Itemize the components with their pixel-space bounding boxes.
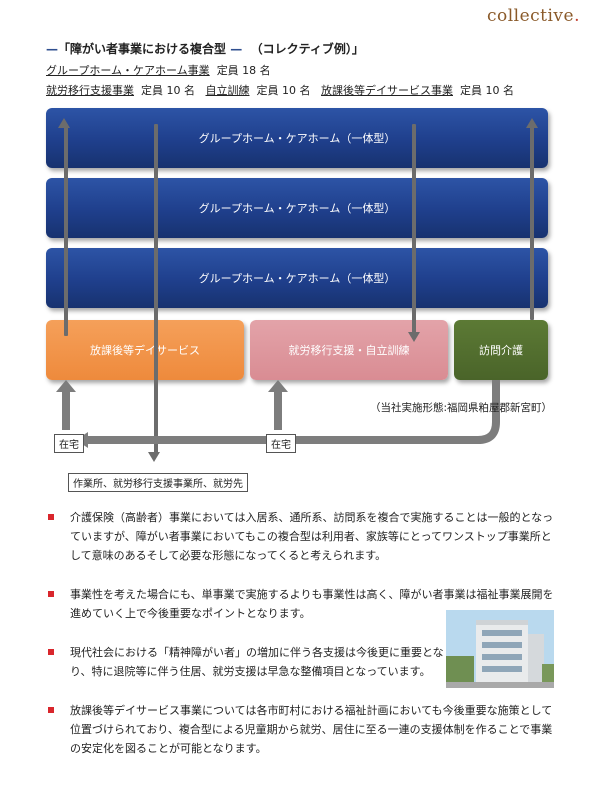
- heading-title: 「障がい者事業における複合型: [58, 42, 227, 56]
- group-home-bar-1: グループホーム・ケアホーム（一体型）: [46, 108, 548, 168]
- flow-arrow-3: [412, 124, 416, 336]
- location-note: （当社実施形態:福岡県粕屋郡新宮町）: [370, 402, 553, 414]
- bullet-item: 介護保険（高齢者）事業においては入居系、通所系、訪問系を複合で実施することは一般…: [48, 508, 560, 565]
- bullet-item: 放課後等デイサービス事業については各市町村における福祉計画においても今後重要な施…: [48, 701, 560, 758]
- capacity-line-2: 就労移行支援事業 定員 10 名 自立訓練 定員 10 名 放課後等デイサービス…: [46, 84, 514, 97]
- section-heading: —「障がい者事業における複合型 — （コレクティブ例）」: [46, 42, 364, 56]
- destination-label: 作業所、就労移行支援事業所、就労先: [68, 473, 248, 492]
- service-employment-support: 就労移行支援・自立訓練: [250, 320, 448, 380]
- heading-sub: （コレクティブ例）」: [250, 42, 364, 56]
- group-home-bar-3: グループホーム・ケアホーム（一体型）: [46, 248, 548, 308]
- facility-photo: [446, 610, 554, 688]
- bullet-item: 事業性を考えた場合にも、単事業で実施するよりも事業性は高く、障がい者事業は福祉事…: [48, 585, 560, 623]
- service-after-school-day: 放課後等デイサービス: [46, 320, 244, 380]
- home-label-2: 在宅: [266, 434, 296, 453]
- flow-arrow-2: [154, 124, 158, 454]
- group-home-bar-2: グループホーム・ケアホーム（一体型）: [46, 178, 548, 238]
- home-label-1: 在宅: [54, 434, 84, 453]
- flow-arrow-4: [530, 124, 534, 320]
- flow-arrow-1: [64, 124, 68, 336]
- bullet-list: 介護保険（高齢者）事業においては入居系、通所系、訪問系を複合で実施することは一般…: [48, 508, 560, 778]
- service-home-care: 訪問介護: [454, 320, 548, 380]
- capacity-line-1: グループホーム・ケアホーム事業 定員 18 名: [46, 64, 271, 77]
- bullet-item: 現代社会における「精神障がい者」の増加に伴う各支援は今後更に重要となり、特に退院…: [48, 643, 460, 681]
- brand-logo: collective.: [486, 6, 580, 26]
